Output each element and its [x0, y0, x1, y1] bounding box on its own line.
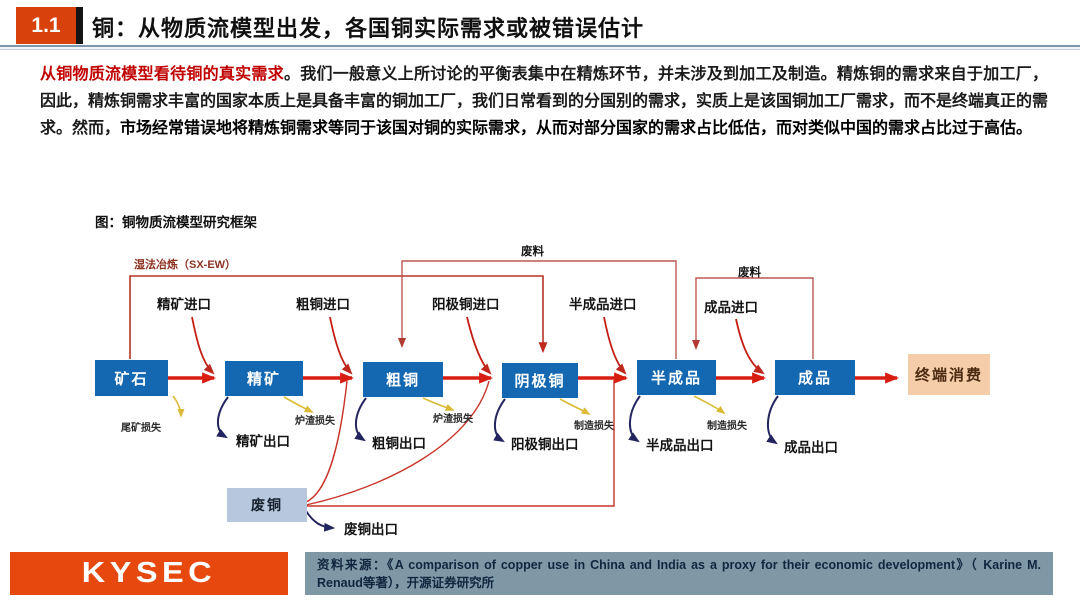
intro-emphasis: 市场经常错误地将精炼铜需求等同于该国对铜的实际需求，从而对部分国家的需求占比低估… — [120, 119, 1033, 137]
company-logo: KYSEC — [10, 552, 288, 595]
label-import-finished: 成品进口 — [704, 300, 758, 315]
label-export-anode: 阳极铜出口 — [511, 437, 579, 452]
source-bar: 资料来源：《A comparison of copper use in Chin… — [305, 552, 1053, 595]
node-semis: 半成品 — [637, 360, 716, 395]
label-loss-manufacture-1: 制造损失 — [574, 421, 614, 432]
label-scrap-flow-2: 废料 — [738, 267, 761, 279]
node-scrap-copper: 废铜 — [227, 488, 307, 522]
label-loss-tailings: 尾矿损失 — [121, 423, 161, 434]
label-loss-slag-2: 炉渣损失 — [433, 414, 473, 425]
label-import-concentrate: 精矿进口 — [157, 297, 211, 312]
label-import-anode: 阳极铜进口 — [432, 297, 500, 312]
label-import-semis: 半成品进口 — [569, 297, 637, 312]
label-loss-manufacture-2: 制造损失 — [707, 421, 747, 432]
intro-paragraph: 从铜物质流模型看待铜的真实需求。我们一般意义上所讨论的平衡表集中在精炼环节，并未… — [40, 62, 1048, 143]
section-badge: 1.1 — [16, 7, 76, 44]
label-import-blister: 粗铜进口 — [296, 297, 350, 312]
label-export-blister: 粗铜出口 — [372, 436, 426, 451]
source-text: 资料来源：《A comparison of copper use in Chin… — [317, 558, 1041, 591]
node-concentrate: 精矿 — [225, 361, 303, 396]
label-sxew: 湿法冶炼（SX-EW） — [134, 259, 237, 271]
node-ore: 矿石 — [95, 360, 168, 396]
label-export-finished: 成品出口 — [784, 440, 838, 455]
node-blister: 粗铜 — [363, 362, 443, 397]
node-terminal-consumption: 终端消费 — [908, 354, 990, 395]
sxew-line — [129, 275, 548, 359]
label-export-scrap: 废铜出口 — [344, 522, 398, 537]
intro-lead: 从铜物质流模型看待铜的真实需求 — [40, 66, 284, 83]
node-cathode: 阴极铜 — [502, 363, 578, 398]
header-rule — [0, 45, 1080, 50]
node-finished: 成品 — [775, 360, 855, 395]
figure-caption: 图：铜物质流模型研究框架 — [95, 215, 257, 230]
page-title: 铜：从物质流模型出发，各国铜实际需求或被错误估计 — [92, 16, 645, 41]
label-scrap-flow-1: 废料 — [521, 246, 544, 258]
label-export-semis: 半成品出口 — [646, 438, 714, 453]
company-logo-text: KYSEC — [81, 557, 217, 589]
badge-separator — [76, 7, 83, 44]
intro-body: 。我们一般意义上所讨论的平衡表集中在精炼环节，并未涉及到加工及制造。精炼铜的需求… — [40, 66, 1049, 137]
label-loss-slag-1: 炉渣损失 — [295, 416, 335, 427]
label-export-concentrate: 精矿出口 — [236, 434, 290, 449]
